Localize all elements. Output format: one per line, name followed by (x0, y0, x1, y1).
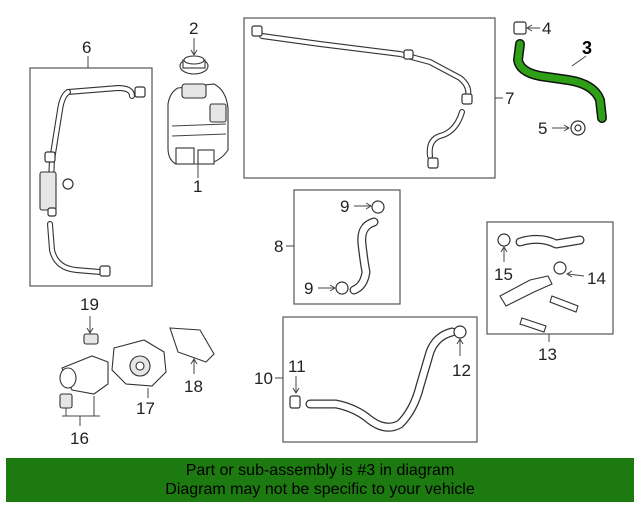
callout-17[interactable]: 17 (136, 399, 155, 418)
part-13-group: 13 15 14 (486, 221, 614, 364)
callout-13[interactable]: 13 (538, 345, 557, 364)
callout-10[interactable]: 10 (254, 369, 273, 388)
callout-5[interactable]: 5 (538, 119, 547, 138)
callout-8[interactable]: 8 (274, 237, 283, 256)
callout-11[interactable]: 11 (288, 357, 306, 376)
part-5-clamp: 5 (538, 119, 586, 138)
info-banner: Part or sub-assembly is #3 in diagram Di… (6, 458, 634, 502)
callout-9-top[interactable]: 9 (340, 197, 349, 216)
part-10-group: 10 11 12 (254, 316, 478, 443)
callout-7[interactable]: 7 (505, 89, 514, 108)
part-17-pump: 17 (111, 339, 167, 418)
part-2-cap: 2 (179, 19, 209, 75)
callout-12[interactable]: 12 (452, 361, 471, 380)
callout-16[interactable]: 16 (70, 429, 89, 448)
part-1-reservoir: 1 (167, 83, 229, 196)
banner-line-1: Part or sub-assembly is #3 in diagram (185, 462, 455, 479)
part-7-box (243, 17, 496, 179)
part-6-box (29, 67, 153, 287)
part-6-group: 6 (29, 38, 153, 287)
part-3-hose[interactable]: 3 (513, 38, 607, 123)
part-19-sensor: 19 (80, 295, 99, 345)
part-8-group: 8 9 9 (274, 189, 401, 305)
callout-6[interactable]: 6 (82, 38, 91, 57)
part-13-box (486, 221, 614, 335)
part-16-housing: 16 (59, 355, 109, 448)
callout-3[interactable]: 3 (582, 38, 592, 58)
part-10-box (282, 316, 478, 443)
callout-1[interactable]: 1 (193, 177, 202, 196)
callout-15[interactable]: 15 (494, 265, 513, 284)
part-7-group: 7 (243, 17, 514, 179)
callout-18[interactable]: 18 (184, 377, 203, 396)
part-4-clip: 4 (513, 19, 551, 38)
callout-19[interactable]: 19 (80, 295, 99, 314)
part-8-box (293, 189, 401, 305)
part-18-gasket: 18 (169, 327, 215, 396)
callout-2[interactable]: 2 (189, 19, 198, 38)
callout-9-bottom[interactable]: 9 (304, 279, 313, 298)
callout-4[interactable]: 4 (542, 19, 551, 38)
banner-line-2: Diagram may not be specific to your vehi… (165, 481, 475, 498)
callout-14[interactable]: 14 (587, 269, 606, 288)
